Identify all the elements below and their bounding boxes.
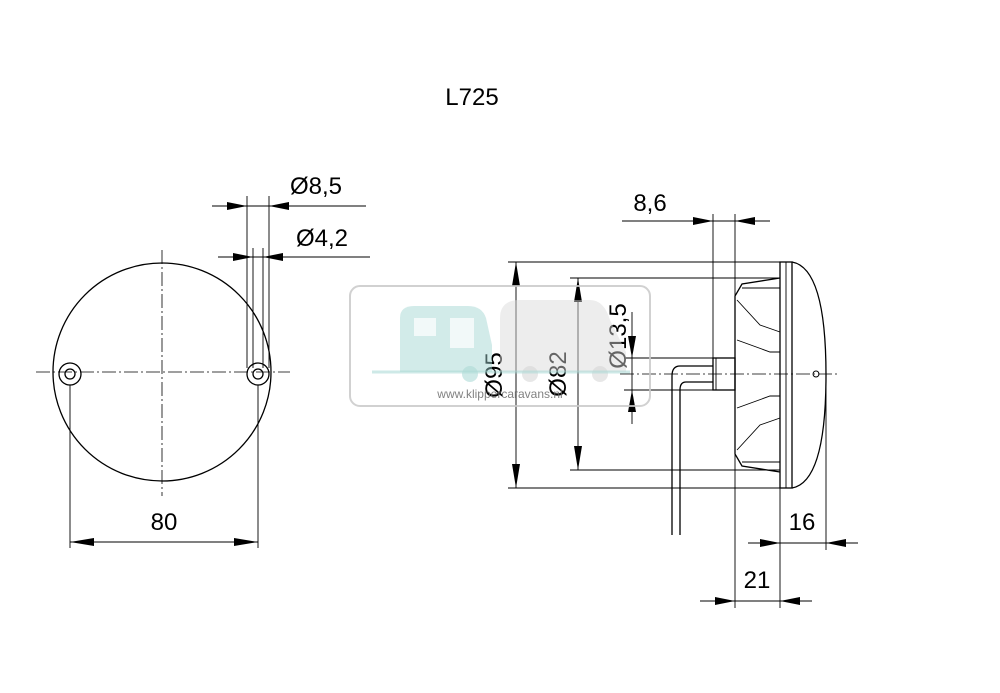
side-view: Ø95 Ø82 Ø13,5 8,6 xyxy=(481,190,858,608)
dim-outer-diameter-label: Ø95 xyxy=(481,352,508,397)
lamp-housing xyxy=(734,277,781,473)
dim-hole-inner: Ø4,2 xyxy=(218,225,370,261)
mounting-hole-right xyxy=(246,362,270,386)
drawing-title: L725 xyxy=(445,84,498,111)
dim-lens-depth-label: 16 xyxy=(789,509,816,536)
dim-cable-offset: 8,6 xyxy=(622,190,770,358)
dim-hole-spacing-label: 80 xyxy=(151,509,178,536)
mounting-hole-left xyxy=(58,362,82,386)
cable-outer xyxy=(671,365,713,535)
lamp-lens xyxy=(791,261,827,489)
caravan-icon xyxy=(400,306,492,372)
dim-hole-inner-label: Ø4,2 xyxy=(296,225,348,252)
dim-hole-outer: Ø8,5 xyxy=(212,173,366,210)
dim-inner-diameter: Ø82 xyxy=(545,277,780,471)
cable-inner xyxy=(679,381,713,535)
dim-total-depth: 21 xyxy=(700,296,812,608)
watermark-logo: www.klippercaravans.nl xyxy=(349,285,651,407)
dim-cable-offset-label: 8,6 xyxy=(633,190,666,217)
dim-inner-diameter-label: Ø82 xyxy=(545,351,572,396)
dim-total-depth-label: 21 xyxy=(744,567,771,594)
watermark-text: www.klippercaravans.nl xyxy=(436,387,562,401)
dim-hole-spacing: 80 xyxy=(69,385,259,548)
dim-lens-depth: 16 xyxy=(748,380,858,608)
front-view: Ø8,5 Ø4,2 80 xyxy=(36,173,370,548)
dim-hole-outer-label: Ø8,5 xyxy=(290,173,342,200)
camper-icon xyxy=(500,300,626,372)
dim-cable-diameter-label-top: Ø13,5 xyxy=(605,303,632,368)
